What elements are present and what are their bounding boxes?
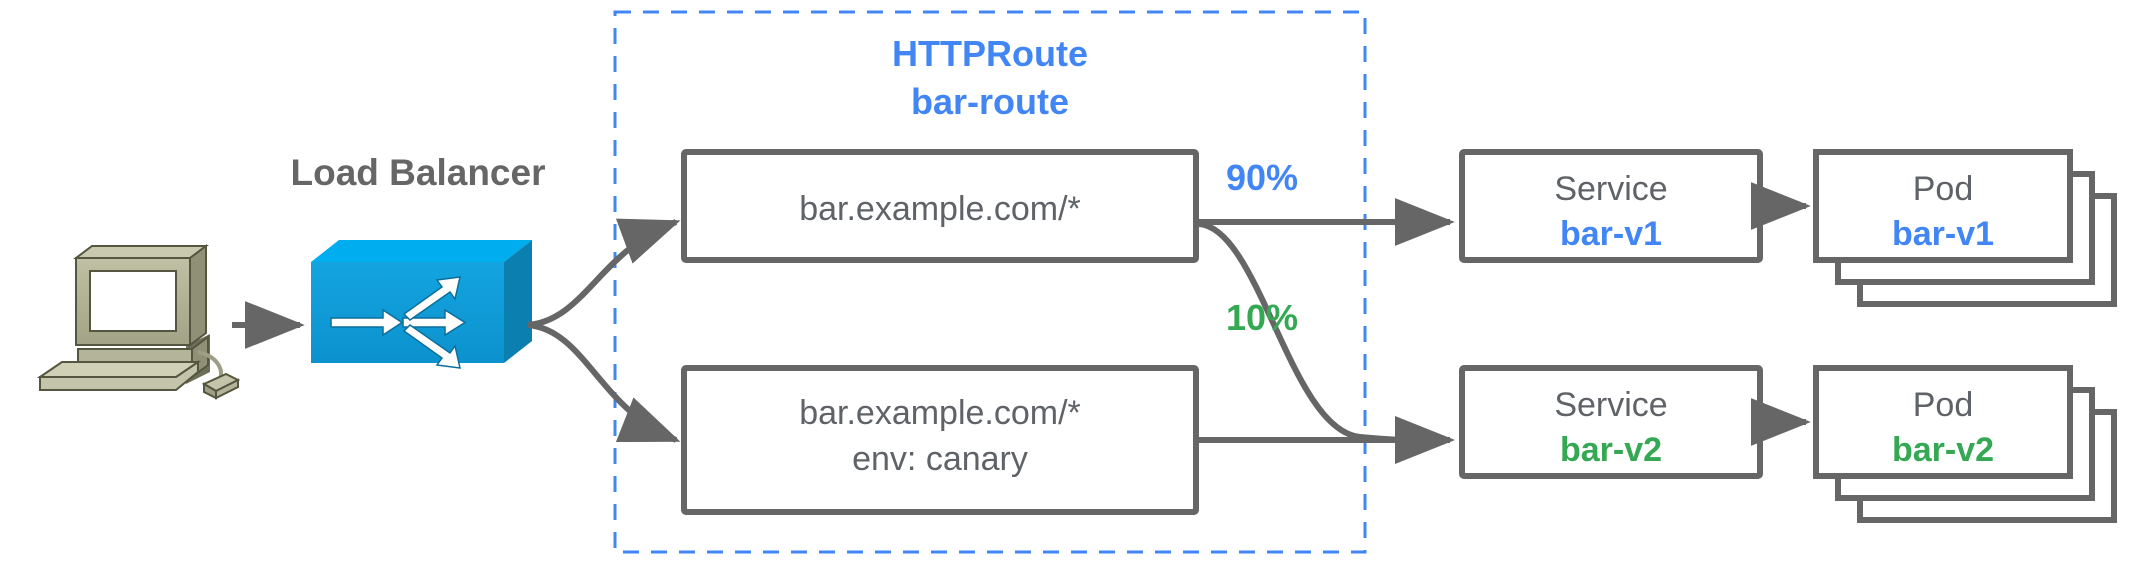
arrow-lb-to-rule-1 [527, 218, 681, 328]
desktop-computer-icon [36, 244, 241, 400]
pod-box-bar-v1[interactable] [1813, 149, 2073, 263]
rule-box-2[interactable] [681, 365, 1199, 515]
pod-stack-bar-v2[interactable] [1813, 365, 2117, 523]
service-v2-kind: Service [1554, 386, 1667, 424]
service-v1-kind: Service [1554, 170, 1667, 208]
weight-label-10: 10% [1226, 297, 1298, 338]
service-v1-name: bar-v1 [1560, 215, 1662, 253]
rule-box-1[interactable] [681, 149, 1199, 263]
weight-label-90: 90% [1226, 157, 1298, 198]
rule-2-line-2: env: canary [852, 440, 1028, 478]
pod-v1-kind: Pod [1913, 170, 1974, 208]
load-balancer-icon [311, 240, 532, 369]
pod-v2-kind: Pod [1913, 386, 1974, 424]
pod-box-bar-v2[interactable] [1813, 365, 2073, 479]
pod-v2-name: bar-v2 [1892, 431, 1994, 469]
pod-stack-bar-v1[interactable] [1813, 149, 2117, 307]
httproute-kind-label: HTTPRoute [892, 33, 1088, 74]
service-v2-name: bar-v2 [1560, 431, 1662, 469]
pod-v1-name: bar-v1 [1892, 215, 1994, 253]
rule-1-line-1: bar.example.com/* [799, 190, 1081, 228]
httproute-boundary [613, 10, 1367, 554]
httproute-name-label: bar-route [911, 81, 1069, 122]
rule-2-line-1: bar.example.com/* [799, 394, 1081, 432]
arrow-lb-to-rule-2 [527, 322, 681, 443]
load-balancer-label: Load Balancer [291, 152, 546, 193]
